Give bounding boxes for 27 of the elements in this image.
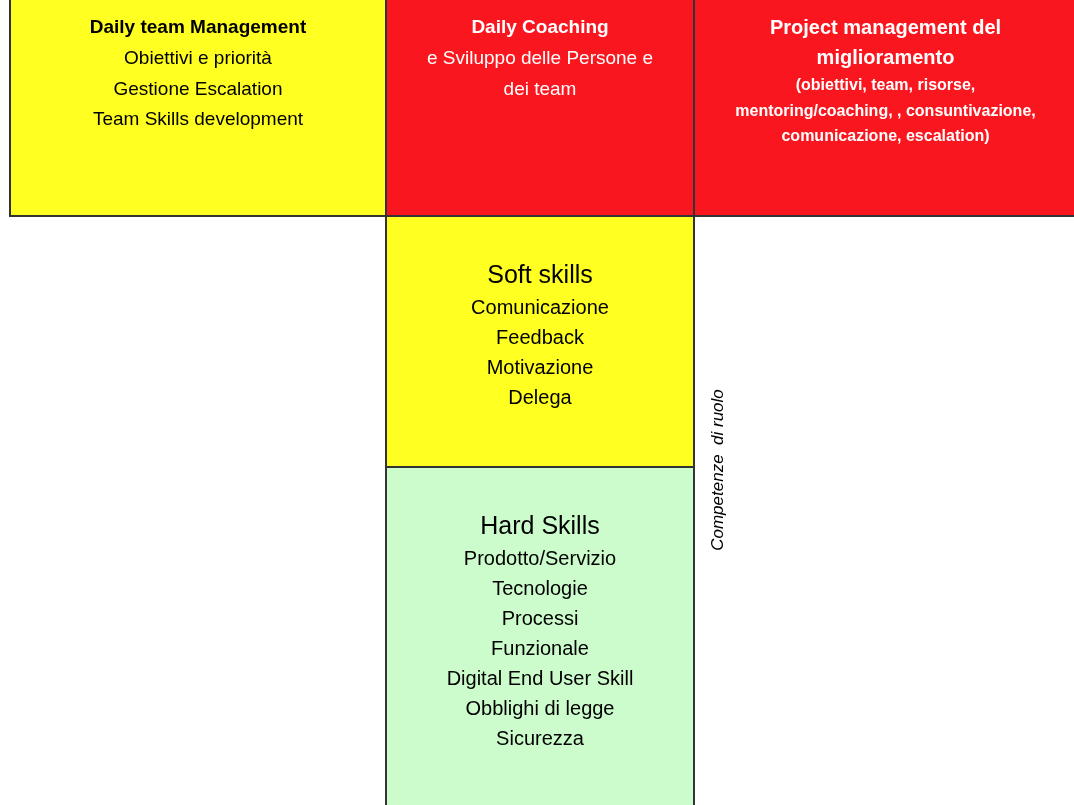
skill-item: Motivazione (486, 355, 594, 380)
skill-heading: Soft skills (487, 259, 593, 290)
skill-heading: Hard Skills (480, 510, 600, 541)
box-heading: Daily Coaching (471, 15, 609, 39)
skill-item: Funzionale (491, 636, 589, 661)
category-box (9, 0, 387, 217)
box-text: e Sviluppo delle Persone e dei team (425, 45, 654, 101)
box-note: (obiettivi, team, risorse, mentoring/coaching, , consuntivazione, comunicazione, escalation) (734, 75, 1037, 147)
skill-item: Feedback (496, 325, 584, 350)
box-text: Gestione Escalation (113, 76, 283, 101)
box-text: Obiettivi e priorità (124, 45, 272, 70)
box-heading: Daily team Management (89, 15, 307, 39)
skill-item: Tecnologie (492, 576, 588, 601)
skill-item: Digital End User Skill (446, 666, 634, 691)
box-text: Team Skills development (92, 107, 304, 132)
skill-item: Processi (501, 606, 579, 631)
category-box (385, 215, 695, 468)
skill-item: Sicurezza (496, 726, 584, 751)
side-label: Competenze di ruolo (708, 389, 728, 551)
box-heading: Project management del miglioramento (768, 15, 1003, 70)
category-box (693, 0, 1074, 217)
category-box (385, 466, 695, 805)
skill-item: Delega (508, 385, 572, 410)
category-box (385, 0, 695, 217)
skill-item: Obblighi di legge (465, 696, 615, 721)
skill-item: Comunicazione (471, 295, 609, 320)
skill-item: Prodotto/Servizio (463, 546, 617, 571)
